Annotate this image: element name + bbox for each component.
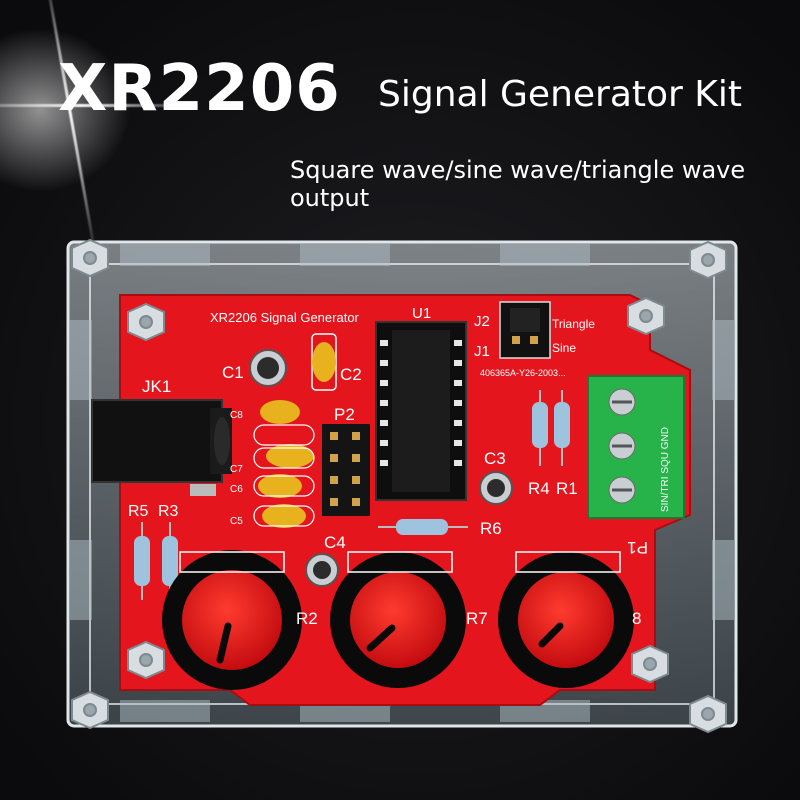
dc-power-jack	[91, 399, 232, 496]
label-jk1: JK1	[142, 377, 171, 396]
part-number: 406365A-Y26-2003...	[480, 368, 566, 378]
label-r1: R1	[556, 479, 578, 498]
capacitor-c3	[479, 471, 513, 505]
knob-r7[interactable]	[330, 552, 466, 688]
product-subtitle: Signal Generator Kit	[378, 74, 743, 115]
light-flare	[0, 104, 200, 107]
label-c7: C7	[230, 464, 243, 475]
label-c6: C6	[230, 484, 243, 495]
label-c1: C1	[222, 363, 244, 382]
product-tagline: Square wave/sine wave/triangle wave outp…	[290, 156, 746, 212]
product-title: XR2206	[58, 52, 341, 126]
capacitor-c4	[305, 553, 339, 587]
label-sine: Sine	[552, 341, 576, 355]
label-u1: U1	[412, 305, 431, 322]
label-r5: R5	[128, 503, 149, 520]
label-p1: P1	[627, 538, 648, 557]
capacitor-bank	[258, 400, 314, 528]
label-c4: C4	[324, 533, 346, 552]
output-terminal-block	[587, 375, 685, 519]
label-c5: C5	[230, 516, 243, 527]
board-title: XR2206 Signal Generator	[210, 310, 360, 325]
label-c3: C3	[484, 449, 506, 468]
terminal-labels: SIN/TRI SQU GND	[660, 427, 671, 512]
label-r6: R6	[480, 519, 502, 538]
capacitor-c2	[311, 333, 337, 391]
capacitor-outlines	[253, 424, 315, 527]
case-screws	[71, 238, 727, 734]
ic-u1-xr2206	[375, 321, 467, 501]
knob-r8[interactable]	[498, 552, 634, 688]
waveform-jumper	[499, 301, 551, 359]
resistor-r6	[378, 519, 468, 535]
label-r7: R7	[466, 609, 488, 628]
label-j1: J1	[474, 343, 490, 360]
label-j2: J2	[474, 313, 490, 330]
label-r8: 8	[632, 609, 641, 628]
label-r4: R4	[528, 479, 550, 498]
resistors-r4-r1	[532, 390, 570, 466]
resistors-r5-r3	[134, 522, 178, 600]
label-c8: C8	[230, 410, 243, 421]
pin-header-p2	[322, 424, 370, 516]
label-r2: R2	[296, 609, 318, 628]
label-r3: R3	[158, 503, 179, 520]
pot-outlines	[179, 551, 621, 573]
label-c2: C2	[340, 365, 362, 384]
label-triangle: Triangle	[552, 317, 595, 331]
label-p2: P2	[334, 405, 355, 424]
knob-r2[interactable]	[162, 550, 302, 690]
capacitor-c1	[249, 349, 287, 387]
